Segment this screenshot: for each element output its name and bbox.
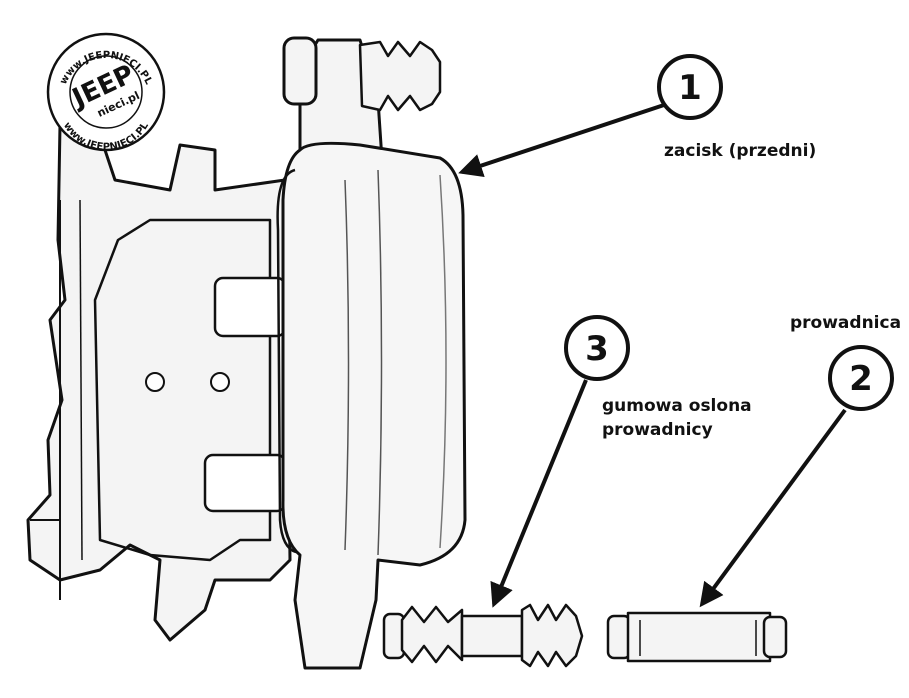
rubber-boot (382, 603, 584, 668)
label-boot-line2: prowadnicy (602, 420, 713, 440)
callout-2-number: 2 (849, 359, 873, 399)
label-boot-line1: gumowa oslona (602, 396, 752, 416)
leader-2 (699, 408, 847, 608)
caliper-housing (276, 36, 467, 670)
guide-pin (606, 611, 788, 663)
leader-1 (458, 103, 665, 178)
jeepnieci-logo: www.JEEPNIECI.PL www.JEEPNIECI.PL JEEP n… (46, 32, 166, 153)
label-guide-pin: prowadnica (790, 313, 902, 333)
callout-1: 1 (657, 54, 723, 120)
callout-3-number: 3 (585, 329, 609, 369)
label-caliper: zacisk (przedni) (664, 141, 817, 161)
caliper-bracket (26, 118, 292, 642)
callout-1-number: 1 (678, 68, 702, 108)
callout-3: 3 (564, 315, 630, 381)
leader-3 (490, 379, 588, 608)
leader-lines (458, 103, 847, 608)
callout-2: 2 (828, 345, 894, 411)
